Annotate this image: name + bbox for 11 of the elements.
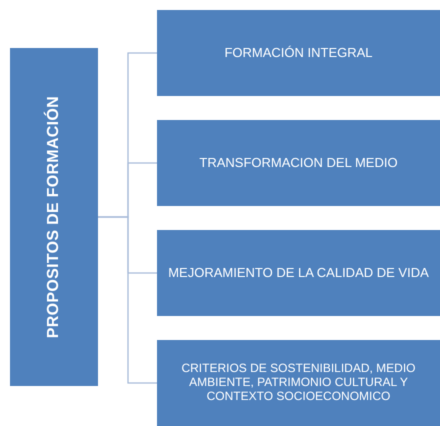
box-label: CRITERIOS DE SOSTENIBILIDAD, MEDIO AMBIENTE, PATRIMONIO CULTURAL Y CONTEXTO SOCIOECONOMICO bbox=[180, 362, 417, 404]
box-label: PROPOSITOS DE FORMACIÓN bbox=[44, 96, 63, 338]
connector-line bbox=[98, 216, 157, 384]
box-label: MEJORAMIENTO DE LA CALIDAD DE VIDA bbox=[168, 266, 429, 280]
category-box bbox=[157, 10, 440, 96]
category-box bbox=[157, 120, 440, 206]
category-box bbox=[157, 340, 440, 426]
category-box bbox=[157, 230, 440, 316]
box-label: TRANSFORMACION DEL MEDIO bbox=[199, 156, 398, 170]
box-label: FORMACIÓN INTEGRAL bbox=[224, 46, 373, 60]
title-box bbox=[10, 48, 98, 386]
